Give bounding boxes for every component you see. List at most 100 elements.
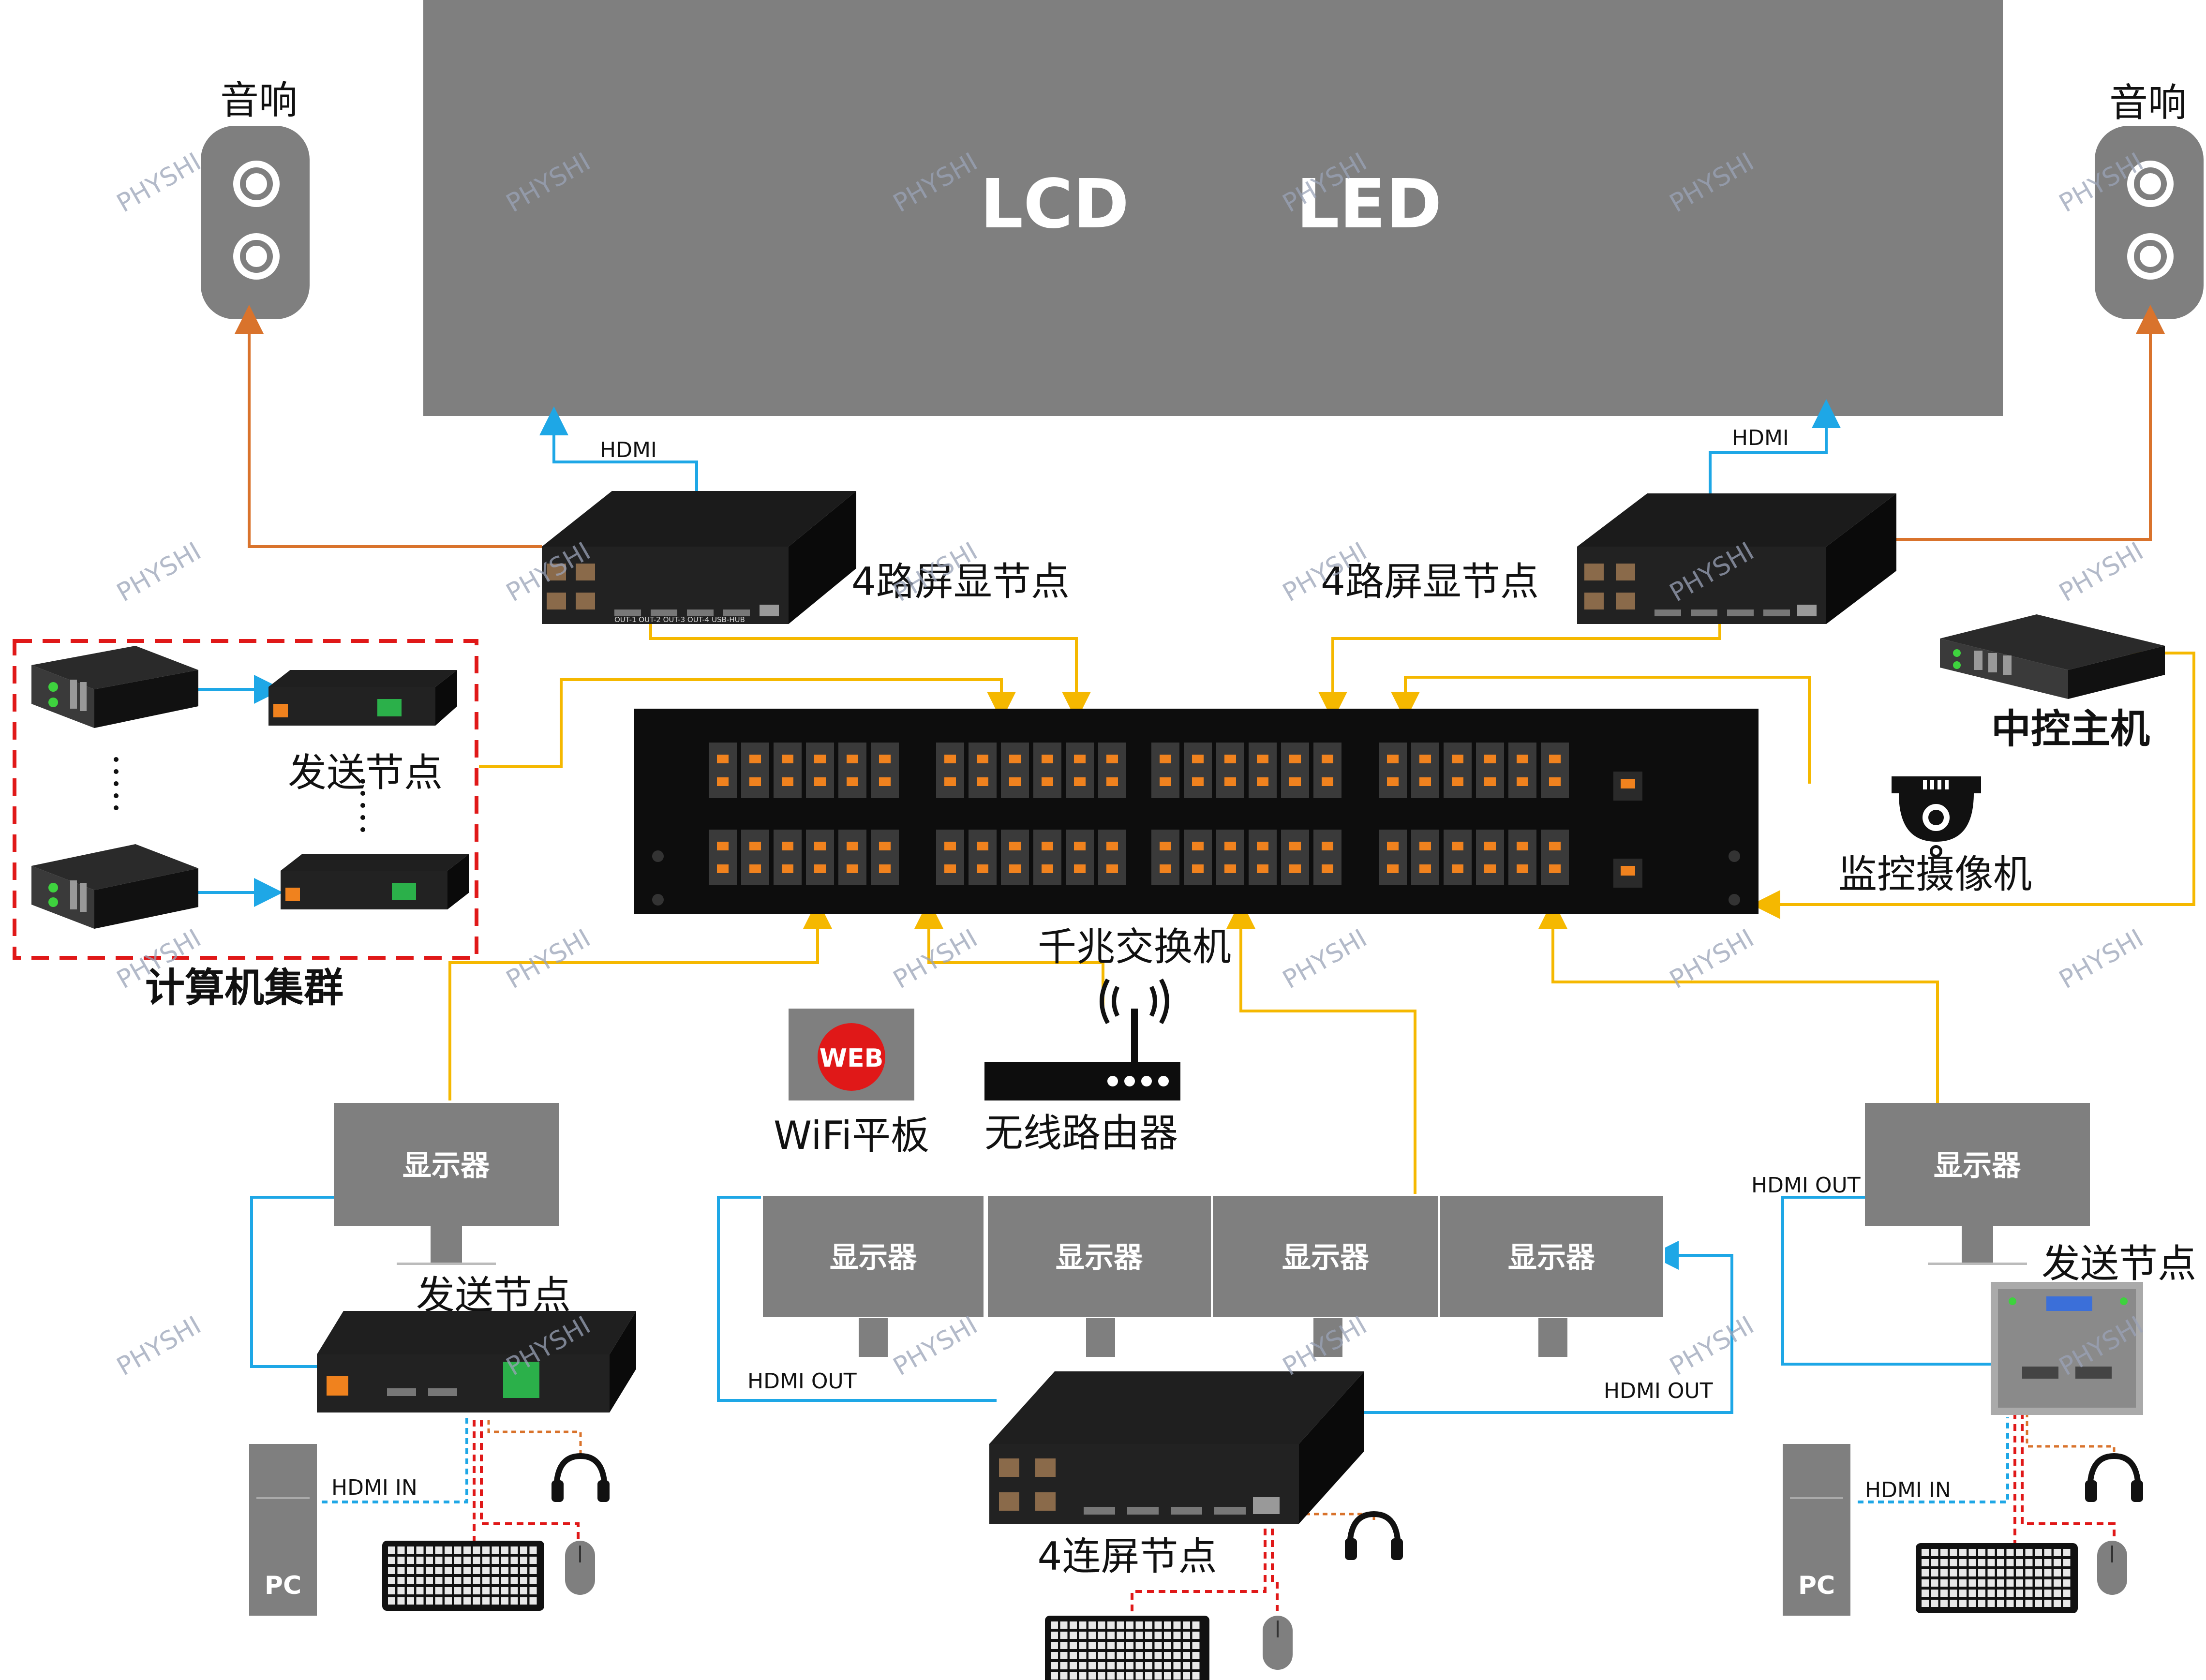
switch-port: [1379, 830, 1407, 885]
switch-port-led: [1387, 777, 1399, 786]
keyboard-key: [445, 1597, 452, 1605]
keyboard-key: [473, 1577, 480, 1584]
switch-port-led: [1484, 777, 1496, 786]
keyboard-key: [1088, 1662, 1096, 1669]
keyboard-key: [388, 1557, 395, 1564]
keyboard-key: [1997, 1579, 2004, 1587]
switch-port-led: [1106, 842, 1118, 850]
keyboard-key: [473, 1567, 480, 1574]
watermark-text: PHYSHI: [2055, 536, 2148, 608]
computer-cluster: [13, 639, 478, 960]
switch-port-led: [1224, 842, 1236, 850]
switch-port-led: [782, 755, 793, 763]
watermark-text: PHYSHI: [112, 536, 206, 608]
keyboard-key: [454, 1557, 462, 1564]
switch-port-led: [749, 777, 761, 786]
switch-port: [709, 743, 737, 798]
dashed-hdmi-in-lines: [322, 1417, 2009, 1503]
keyboard-key: [1931, 1579, 1938, 1587]
switch-port-led: [1160, 864, 1171, 873]
keyboard-key: [1088, 1652, 1096, 1659]
keyboard-key: [2006, 1590, 2014, 1597]
keyboard-key: [1145, 1672, 1152, 1680]
switch-port: [1508, 830, 1536, 885]
keyboard-key: [416, 1557, 424, 1564]
hdmi-label-right: HDMI: [1732, 426, 1789, 450]
keyboard-key: [397, 1546, 405, 1554]
keyboard-key: [416, 1546, 424, 1554]
keyboard-key: [1070, 1621, 1077, 1629]
keyboard-key: [1978, 1579, 1985, 1587]
switch-port-led: [1484, 842, 1496, 850]
keyboard-key: [1997, 1600, 2004, 1607]
watermark-text: PHYSHI: [112, 147, 206, 218]
keyboard-key: [1987, 1569, 1995, 1576]
keyboard-key: [407, 1567, 414, 1574]
keyboard-key: [1922, 1569, 1929, 1576]
keyboard-key: [492, 1557, 499, 1564]
switch-port-led: [1289, 842, 1301, 850]
keyboard-key: [1997, 1590, 2004, 1597]
keyboard-key: [1192, 1632, 1200, 1639]
keyboard-key: [426, 1557, 433, 1564]
keyboard-key: [473, 1587, 480, 1594]
keyboard-key: [1950, 1569, 1957, 1576]
keyboard-key: [2006, 1549, 2014, 1556]
keyboard-key: [2025, 1600, 2033, 1607]
watermark-text: PHYSHI: [889, 1310, 983, 1382]
keyboard-center: [1045, 1616, 1209, 1680]
keyboard-key: [1931, 1600, 1938, 1607]
keyboard-key: [1107, 1642, 1115, 1649]
switch-port-led: [814, 864, 826, 873]
switch-port-led: [1419, 755, 1431, 763]
switch-port: [1476, 743, 1504, 798]
keyboard-key: [1950, 1579, 1957, 1587]
switch-port: [1508, 743, 1536, 798]
keyboard-key: [1117, 1642, 1124, 1649]
keyboard-key: [407, 1577, 414, 1584]
keyboard-key: [1950, 1559, 1957, 1566]
keyboard-key: [416, 1567, 424, 1574]
keyboard-key: [1051, 1662, 1058, 1669]
video-wall-screen: LCD LED: [423, 0, 2003, 416]
keyboard-key: [2063, 1559, 2071, 1566]
hdmi-out-right-label: HDMI OUT: [1751, 1173, 1861, 1198]
switch-port: [709, 830, 737, 885]
switch-port-led: [1160, 777, 1171, 786]
keyboard-key: [2054, 1569, 2061, 1576]
switch-port: [806, 743, 834, 798]
switch-port-led: [1192, 842, 1204, 850]
keyboard-key: [1931, 1549, 1938, 1556]
keyboard-key: [520, 1597, 527, 1605]
switch-port-led: [1289, 864, 1301, 873]
keyboard-key: [416, 1597, 424, 1605]
switch-port-led: [1289, 777, 1301, 786]
keyboard-key: [1145, 1652, 1152, 1659]
keyboard-key: [388, 1567, 395, 1574]
keyboard-key: [445, 1577, 452, 1584]
pc-right-label: PC: [1798, 1571, 1835, 1600]
keyboard-key: [435, 1577, 443, 1584]
switch-port: [1281, 830, 1309, 885]
keyboard-key: [482, 1546, 490, 1554]
switch-port-led: [879, 777, 891, 786]
keyboard-key: [1060, 1652, 1068, 1659]
switch-port: [838, 743, 866, 798]
switch-port-led: [1257, 842, 1268, 850]
switch-port: [1216, 830, 1244, 885]
keyboard-key: [1070, 1652, 1077, 1659]
keyboard-key: [1192, 1672, 1200, 1680]
keyboard-key: [2044, 1559, 2052, 1566]
keyboard-key: [1959, 1549, 1967, 1556]
keyboard-key: [1959, 1600, 1967, 1607]
keyboard-key: [1183, 1621, 1190, 1629]
switch-ports-top: [709, 743, 1569, 798]
switch-port: [871, 830, 899, 885]
keyboard-key: [407, 1597, 414, 1605]
keyboard-key: [1117, 1632, 1124, 1639]
keyboard-key: [1173, 1672, 1181, 1680]
multi-screen-node-label: 4连屏节点: [1038, 1534, 1217, 1579]
keyboard-key: [1088, 1632, 1096, 1639]
keyboard-key: [520, 1577, 527, 1584]
